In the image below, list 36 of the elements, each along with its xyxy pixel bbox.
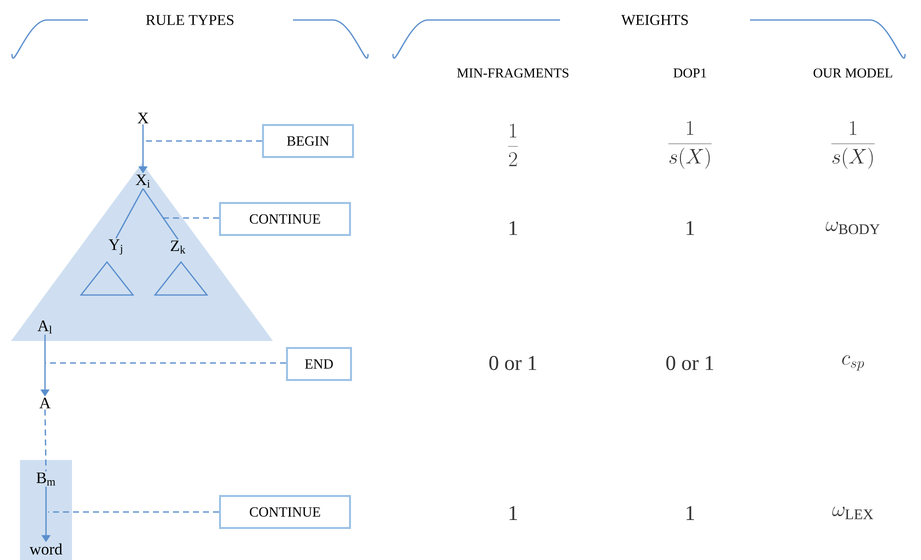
table-cell: $\frac{1}{s(X)}$	[831, 120, 875, 169]
leader-line	[143, 140, 262, 142]
section-heading: RULE TYPES	[142, 10, 238, 30]
rule-type-box: CONTINUE	[219, 495, 351, 529]
table-cell: 1	[510, 506, 517, 520]
dashed-line	[44, 409, 47, 472]
table-cell: $\omega_{\mathrm{LEX}}$	[832, 506, 874, 520]
rule-type-box: BEGIN	[262, 124, 354, 158]
table-cell: 1	[686, 506, 694, 520]
section-heading: WEIGHTS	[617, 10, 693, 30]
shaded-bar	[20, 460, 72, 560]
table-cell: 0 or 1	[489, 356, 536, 370]
table-cell: $\frac{1}{s(X)}$	[668, 120, 712, 169]
table-cell: $\frac{1}{2}$	[508, 124, 518, 166]
rule-type-box: CONTINUE	[219, 202, 351, 236]
table-cell: 0 or 1	[666, 356, 714, 370]
symbol-label: A$_{l}$	[38, 320, 52, 334]
symbol-label: B$_{m}$	[36, 472, 56, 486]
symbol-label: word	[30, 543, 62, 555]
table-cell: $c_{sp}$	[842, 355, 864, 371]
symbol-label: Y$_{j}$	[108, 239, 122, 255]
tree-branch	[115, 188, 144, 238]
table-cell: $\omega_{\mathrm{BODY}}$	[826, 222, 880, 234]
symbol-label: Z$_{k}$	[170, 240, 186, 254]
table-cell: 1	[510, 221, 517, 235]
column-header: DOP1	[674, 68, 706, 78]
symbol-label: X$_{i}$	[136, 174, 150, 188]
leader-line	[48, 511, 219, 513]
symbol-label: X	[138, 112, 148, 124]
column-header: OUR MODEL	[814, 68, 892, 78]
rule-type-box: END	[286, 347, 352, 381]
tree-branch	[142, 188, 179, 240]
leader-line	[45, 362, 286, 364]
symbol-label: A	[39, 398, 51, 408]
column-header: MIN-FRAGMENTS	[457, 68, 568, 78]
table-cell: 1	[686, 221, 694, 235]
